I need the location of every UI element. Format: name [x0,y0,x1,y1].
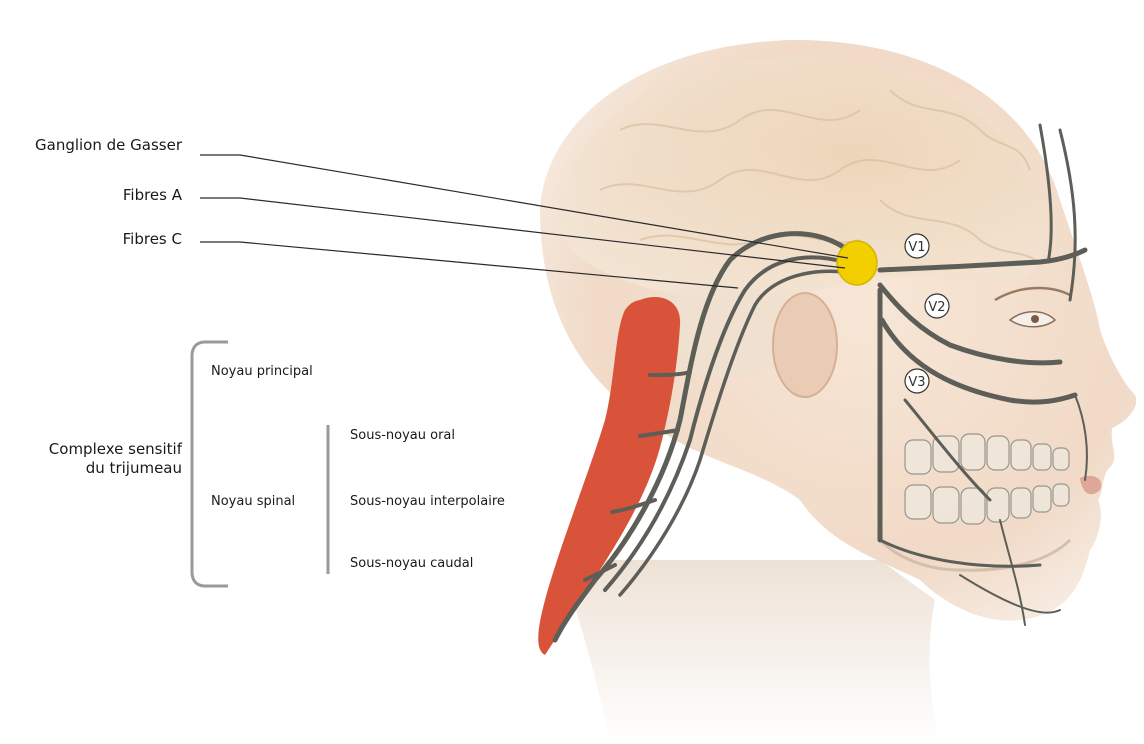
label-complexe-line2: du trijumeau [49,459,182,478]
label-fibres-c: Fibres C [123,230,182,249]
neck [560,560,940,744]
label-ganglion-de-gasser: Ganglion de Gasser [35,136,182,155]
v1-text: V1 [908,240,925,255]
ear [773,293,837,397]
label-complexe-sensitif: Complexe sensitif du trijumeau [49,440,182,478]
v3-text: V3 [908,375,925,390]
label-sous-noyau-interpolaire: Sous-noyau interpolaire [350,494,505,510]
label-sous-noyau-caudal: Sous-noyau caudal [350,556,473,572]
label-complexe-line1: Complexe sensitif [49,440,182,459]
v2-text: V2 [928,300,945,315]
label-sous-noyau-oral: Sous-noyau oral [350,428,455,444]
label-fibres-a: Fibres A [123,186,182,205]
label-noyau-principal: Noyau principal [211,364,313,380]
label-noyau-spinal: Noyau spinal [211,494,295,510]
eye-pupil [1031,315,1039,323]
ganglion-de-gasser [837,241,877,285]
